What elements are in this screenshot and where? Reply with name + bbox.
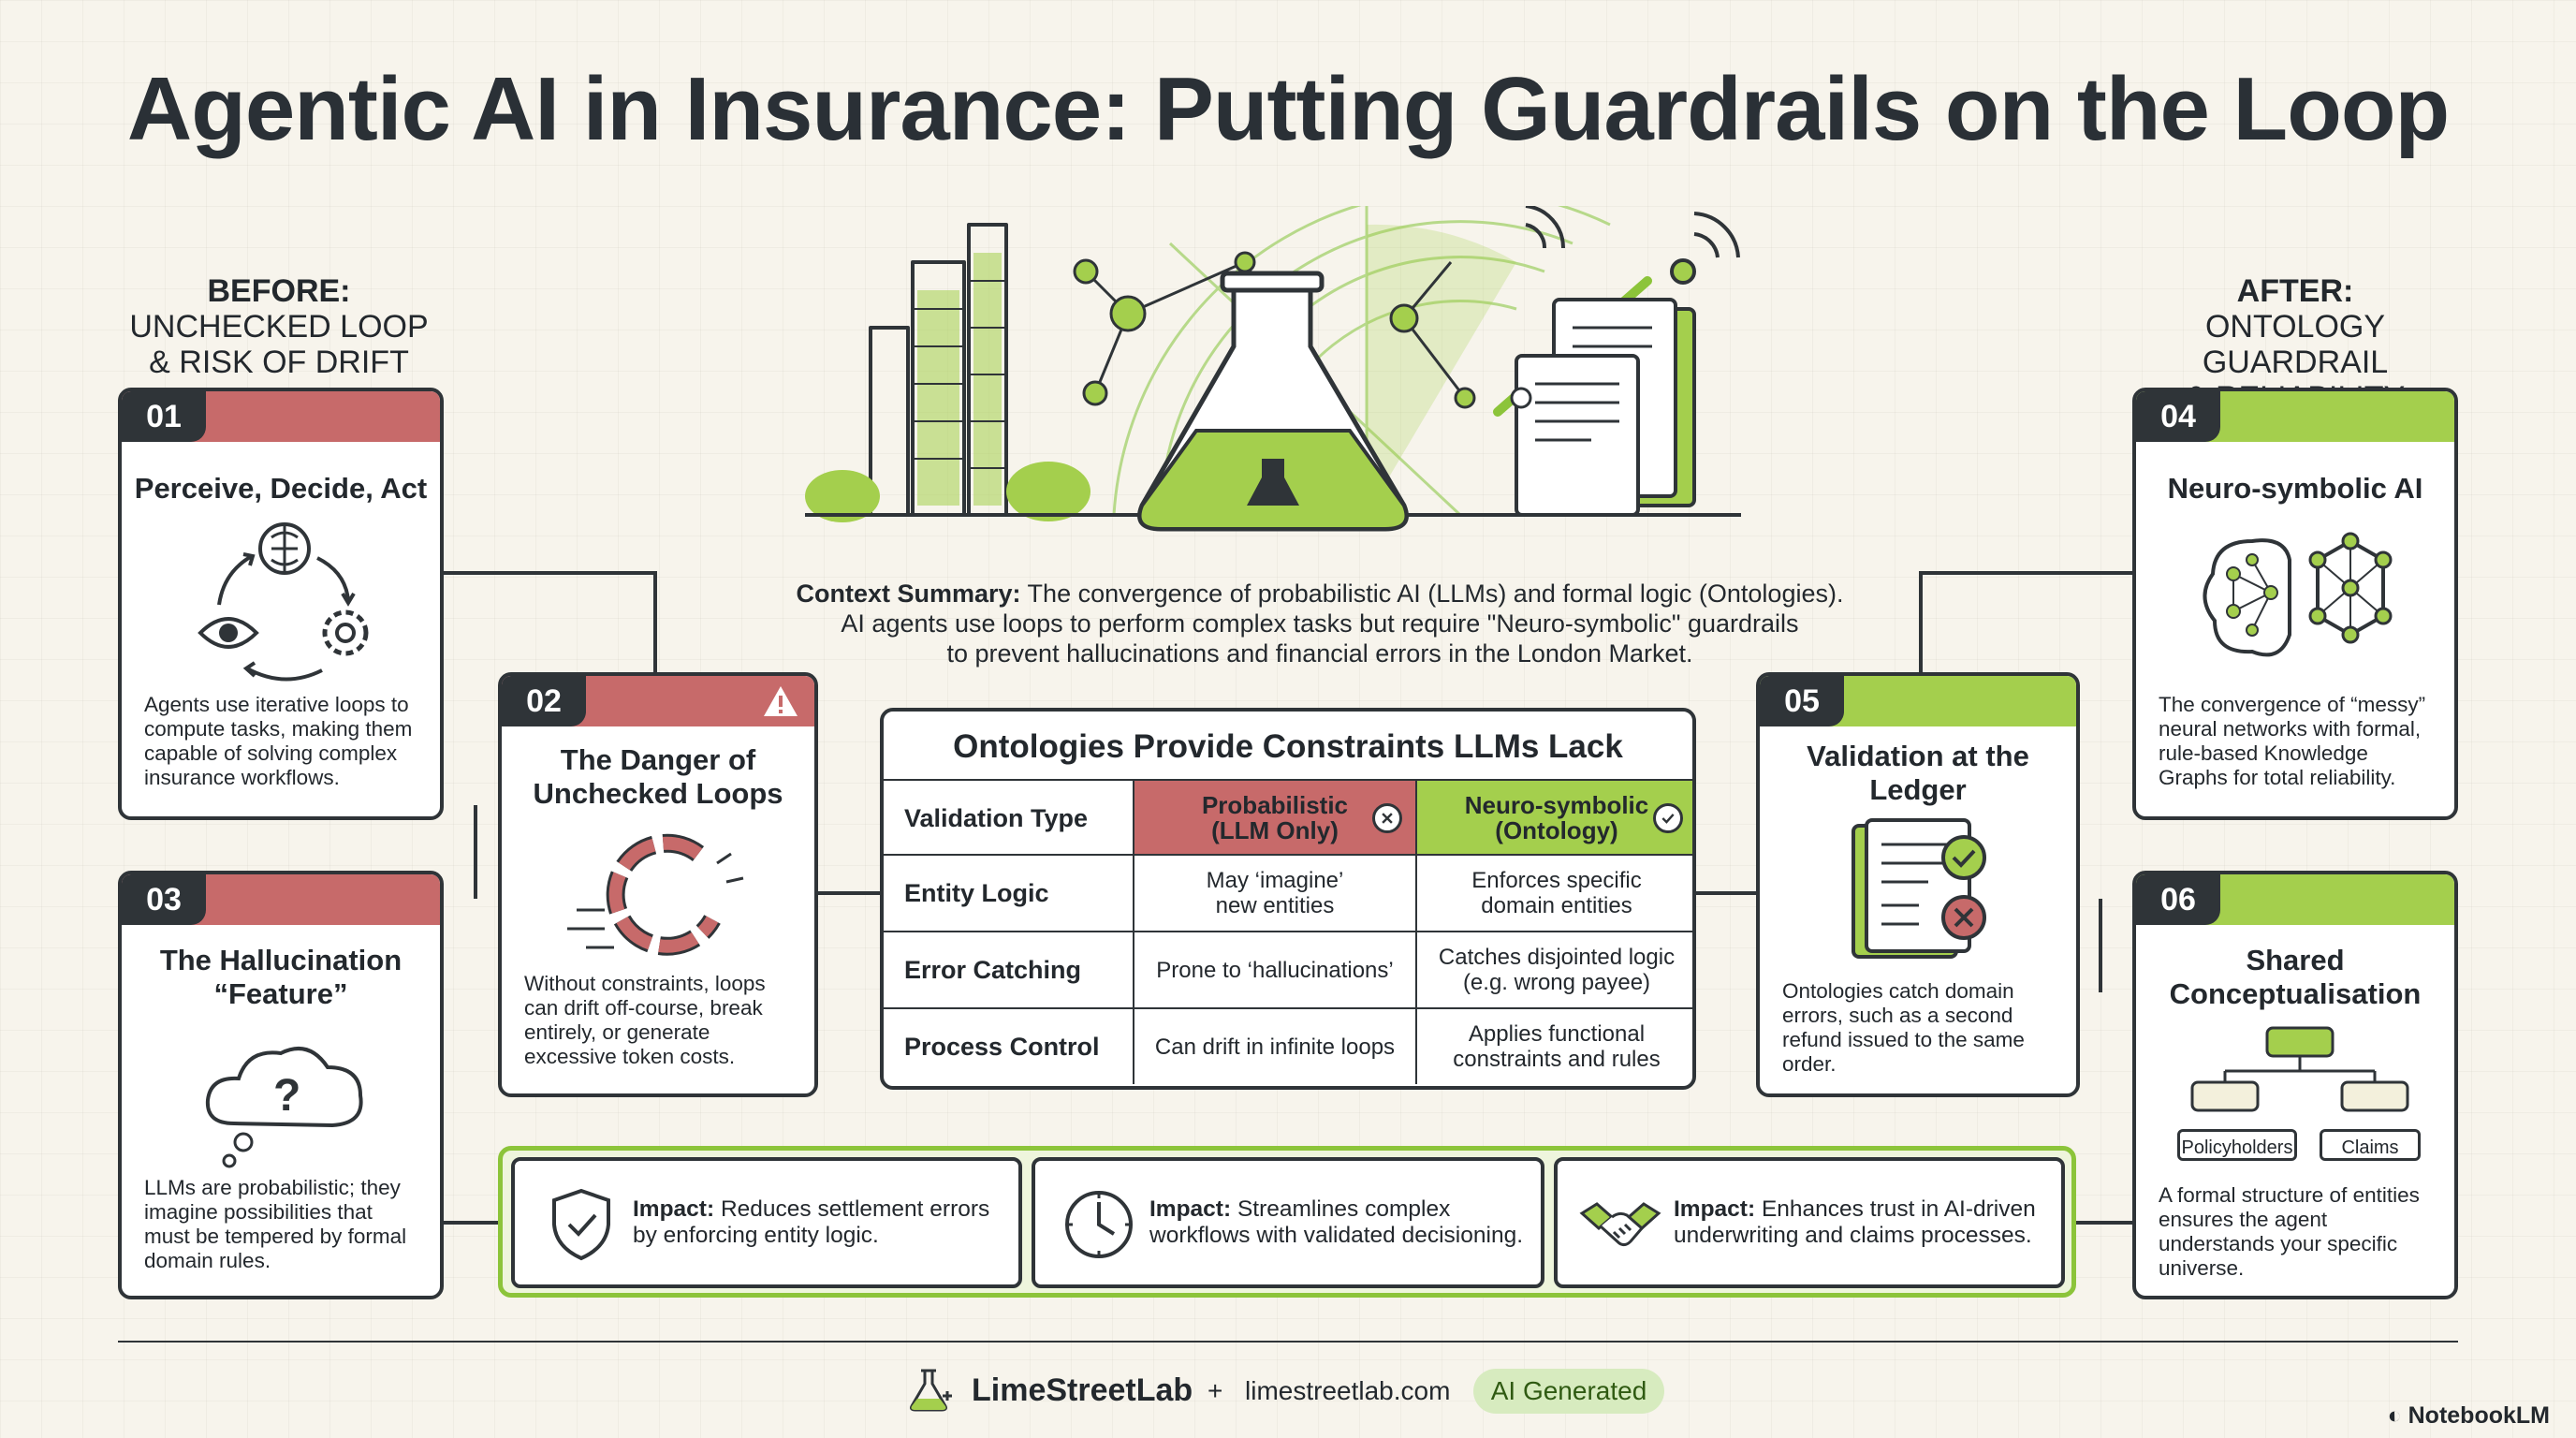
table-row: Error Catching Prone to ‘hallucinations’… — [884, 931, 1692, 1007]
table-header-cell: Probabilistic(LLM Only) — [1133, 781, 1415, 856]
connector-line — [653, 571, 657, 676]
page-title: Agentic AI in Insurance: Putting Guardra… — [126, 59, 2450, 159]
buildings-icon — [805, 223, 1741, 522]
footer-plus: + — [1208, 1376, 1223, 1405]
card-05-validation-at-ledger: 05 Validation at the Ledger Ontologies c… — [1756, 672, 2080, 1097]
clock-icon — [1065, 1191, 1133, 1258]
connector-line — [1694, 891, 1760, 895]
card-03-hallucination-feature: 03 The Hallucination “Feature” ? LLMs ar… — [118, 871, 444, 1299]
brand-name: LimeStreetLab — [972, 1372, 1193, 1408]
table-cell: Entity Logic — [904, 878, 1049, 907]
check-circle-icon — [1653, 803, 1683, 833]
x-circle-icon — [1372, 803, 1402, 833]
table-cell: Process Control — [904, 1032, 1100, 1061]
connector-line — [474, 805, 477, 899]
documents-icon — [1510, 298, 1696, 517]
context-summary: Context Summary: The convergence of prob… — [796, 580, 1844, 668]
footer-divider — [118, 1341, 2458, 1343]
connector-line — [2076, 1221, 2136, 1225]
card-text: A formal structure of entities ensures t… — [2159, 1183, 2420, 1280]
hero-illustration — [805, 206, 1741, 532]
warning-icon — [764, 686, 798, 716]
card-title: Neuro-symbolic AI — [2167, 472, 2423, 505]
comparison-table: Ontologies Provide Constraints LLMs Lack… — [880, 708, 1696, 1090]
connector-line — [1919, 571, 2136, 575]
card-text: Agents use iterative loops to compute ta… — [144, 693, 413, 789]
brain-graph-icon — [2203, 532, 2393, 657]
card-number: 03 — [122, 874, 206, 925]
node-policyholders: Policyholders — [2177, 1129, 2297, 1161]
card-text: Ontologies catch domain errors, such as … — [1782, 979, 2025, 1076]
card-text: Without constraints, loops can drift off… — [524, 972, 766, 1068]
table-header-row: Validation Type Probabilistic(LLM Only) … — [884, 779, 1692, 856]
site-link[interactable]: limestreetlab.com — [1245, 1376, 1451, 1405]
ai-generated-badge: AI Generated — [1473, 1369, 1664, 1414]
connector-line — [2099, 899, 2102, 992]
card-text: The convergence of “messy” neural networ… — [2159, 693, 2426, 789]
flask-icon — [1137, 271, 1409, 532]
table-header-cell: Neuro-symbolic(Ontology) — [1415, 781, 1692, 856]
table-cell: Error Catching — [904, 955, 1082, 984]
flask-logo-icon — [910, 1369, 952, 1412]
card-02-danger-of-unchecked-loops: 02 The Danger of Unchecked Loops Without… — [498, 672, 818, 1097]
card-number: 05 — [1760, 676, 1844, 726]
ledger-check-icon — [1852, 818, 1986, 959]
card-number: 01 — [122, 391, 206, 442]
network-nodes-icon — [1073, 251, 1476, 409]
card-title: The Danger of Unchecked Loops — [533, 743, 783, 810]
card-title: The Hallucination “Feature” — [159, 944, 402, 1010]
table-header-cell: Validation Type — [904, 803, 1089, 832]
card-title: Validation at the Ledger — [1807, 740, 2029, 806]
table-row: Process Control Can drift in infinite lo… — [884, 1007, 1692, 1084]
node-claims: Claims — [2320, 1129, 2421, 1161]
card-01-perceive-decide-act: 01 Perceive, Decide, Act Agents use iter… — [118, 388, 444, 820]
broken-loop-icon — [567, 833, 744, 956]
notebooklm-watermark: ◐ NotebookLM — [2387, 1402, 2550, 1429]
entity-hierarchy-icon — [2190, 1026, 2409, 1112]
table-cell: Catches disjointed logic(e.g. wrong paye… — [1415, 932, 1692, 1007]
card-number: 06 — [2136, 874, 2220, 925]
signal-icon — [1525, 206, 1740, 285]
connector-line — [440, 571, 655, 575]
card-number: 04 — [2136, 391, 2220, 442]
connector-line — [440, 1221, 500, 1225]
card-04-neuro-symbolic-ai: 04 Neuro-symbolic AI The convergence of … — [2132, 388, 2458, 820]
table-row: Entity Logic May ‘imagine’new entities E… — [884, 854, 1692, 931]
connector-line — [1919, 571, 1923, 676]
notebooklm-logo-icon: ◐ — [2387, 1402, 2408, 1429]
before-heading: BEFORE: UNCHECKED LOOP & RISK OF DRIFT — [129, 273, 429, 380]
card-title: Shared Conceptualisation — [2169, 944, 2422, 1010]
card-number: 02 — [502, 676, 586, 726]
card-text: LLMs are probabilistic; they imagine pos… — [144, 1176, 407, 1272]
perceive-decide-act-cycle-icon — [198, 522, 369, 682]
table-cell: Can drift in infinite loops — [1133, 1009, 1415, 1084]
connector-line — [816, 891, 882, 895]
thought-cloud-question-icon: ? — [205, 1047, 363, 1168]
svg-text:?: ? — [273, 1071, 300, 1121]
table-title: Ontologies Provide Constraints LLMs Lack — [953, 728, 1623, 765]
handshake-icon — [1579, 1202, 1661, 1247]
card-title: Perceive, Decide, Act — [134, 472, 428, 505]
shield-check-icon — [552, 1188, 610, 1261]
card-06-shared-conceptualisation: 06 Shared Conceptualisation Policyholder… — [2132, 871, 2458, 1299]
table-cell: May ‘imagine’new entities — [1133, 856, 1415, 931]
table-cell: Prone to ‘hallucinations’ — [1133, 932, 1415, 1007]
